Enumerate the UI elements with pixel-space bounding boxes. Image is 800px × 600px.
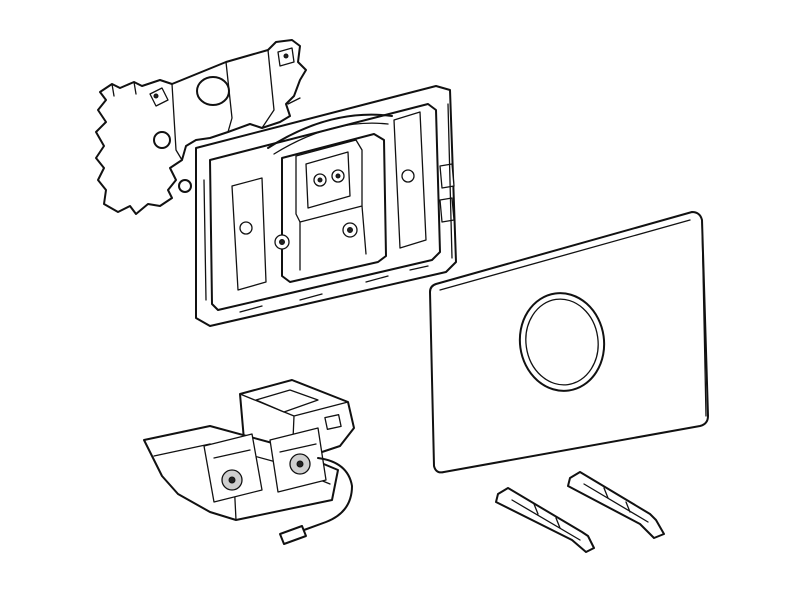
rod-right — [567, 471, 665, 539]
actuator-frame — [195, 85, 457, 327]
actuating-rods — [495, 471, 665, 553]
flush-button-ring — [518, 292, 606, 392]
cable-connector — [279, 525, 307, 545]
mounting-bracket — [95, 39, 307, 215]
cover-plate — [429, 211, 709, 474]
sensor-module — [143, 379, 355, 545]
